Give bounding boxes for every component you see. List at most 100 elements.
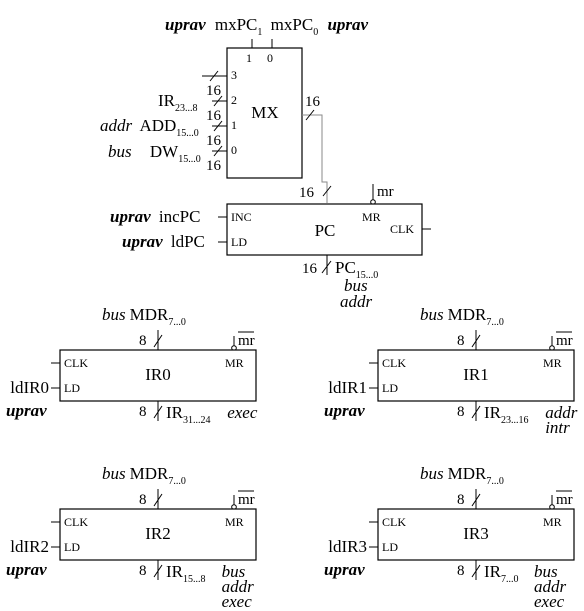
pc-mr-signal: mr: [377, 184, 394, 200]
reg-pin-mr: MR: [225, 515, 244, 529]
reg-box: [59, 508, 257, 561]
reg-in-width: 8: [139, 492, 147, 508]
pc-out-tag-addr: addr: [340, 292, 373, 311]
pc-pin-inc: INC: [231, 210, 252, 224]
reg-mr-signal: mr: [556, 333, 573, 349]
mx-src-add: ADD: [139, 116, 176, 135]
reg-title: IR3: [463, 524, 489, 543]
reg-in-signal: MDR: [130, 464, 169, 483]
reg-out-tag: exec: [222, 592, 253, 611]
pc-block: 16 mr PC INC LD MR CLK uprav incPC uprav…: [110, 184, 431, 311]
mx-in3-width: 16: [206, 83, 222, 99]
mx-src-ir-sub: 23...8: [175, 103, 198, 114]
reg-title: IR1: [463, 365, 489, 384]
svg-text:PC15...0: PC15...0: [335, 258, 378, 281]
pc-inc-tag: uprav: [110, 207, 151, 226]
pc-out: PC: [335, 258, 356, 277]
reg-in-width: 8: [139, 333, 147, 349]
reg-out-width: 8: [457, 563, 465, 579]
svg-text:IR23...8: IR23...8: [158, 91, 198, 114]
mx-src-add-sub: 15...0: [176, 128, 199, 139]
reg-in-width: 8: [457, 492, 465, 508]
mx-src-add-tag: addr: [100, 116, 133, 135]
reg-in-tag: bus: [420, 305, 444, 324]
mx-box: [226, 47, 303, 179]
reg-out-tag: addr: [534, 577, 567, 596]
mx-sel1-label: mxPC: [215, 15, 258, 34]
reg-in-signal: MDR: [448, 305, 487, 324]
reg-in-width: 8: [457, 333, 465, 349]
svg-text:uprav mxPC1 mxPC0: uprav mxPC1 mxPC0 uprav: [165, 15, 369, 39]
reg-in-tag: bus: [420, 464, 444, 483]
pc-box: [226, 203, 423, 256]
reg-in-tag: bus: [102, 305, 126, 324]
mx-out-width: 16: [305, 94, 321, 110]
reg-title: IR0: [145, 365, 171, 384]
reg-out-sub: 15...8: [183, 574, 206, 585]
pc-out-width: 16: [302, 261, 318, 277]
pc-ld-tag: uprav: [122, 232, 163, 251]
reg-mr-signal: mr: [238, 492, 255, 508]
reg-pin-mr: MR: [543, 515, 562, 529]
reg-out-tag: addr: [222, 577, 255, 596]
reg-pin-mr: MR: [543, 356, 562, 370]
reg-in-sub: 7...0: [486, 317, 504, 328]
reg-in-sub: 7...0: [486, 476, 504, 487]
reg-ld-signal: ldIR0: [10, 378, 49, 397]
reg-out-sub: 31...24: [183, 415, 211, 426]
mx-title: MX: [251, 103, 278, 122]
reg-out-tag: bus: [534, 562, 558, 581]
mx-in1-pin: 1: [231, 118, 237, 132]
reg-ld-tag: uprav: [6, 560, 47, 579]
reg-out: IR: [484, 403, 502, 422]
svg-text:addr ADD15...0: addr ADD15...0: [100, 116, 199, 139]
mx-src-dw-tag: bus: [108, 142, 132, 161]
reg-ld-tag: uprav: [324, 560, 365, 579]
reg-out-tag: exec: [227, 403, 258, 422]
mx-sel0-label: mxPC: [271, 15, 314, 34]
reg-out-width: 8: [457, 404, 465, 420]
mx-src-dw: DW: [150, 142, 179, 161]
reg-mr-signal: mr: [238, 333, 255, 349]
pc-in-width: 16: [299, 185, 315, 201]
reg-pin-ld: LD: [64, 540, 80, 554]
reg-title: IR2: [145, 524, 171, 543]
svg-text:IR15...8: IR15...8: [166, 562, 206, 585]
reg-pin-clk: CLK: [64, 515, 88, 529]
reg-out-tag: bus: [222, 562, 246, 581]
mx-in1-width: 16: [206, 133, 222, 149]
reg-ld-signal: ldIR3: [328, 537, 367, 556]
reg-ld-tag: uprav: [324, 401, 365, 420]
reg-in-sub: 7...0: [168, 317, 186, 328]
reg-out-tag: intr: [545, 418, 570, 437]
reg-in-signal: MDR: [130, 305, 169, 324]
reg-in-signal: MDR: [448, 464, 487, 483]
reg-out: IR: [484, 562, 502, 581]
pc-inc-signal: incPC: [159, 207, 201, 226]
reg-ld-tag: uprav: [6, 401, 47, 420]
reg-ld-signal: ldIR1: [328, 378, 367, 397]
reg-out-sub: 7...0: [501, 574, 519, 585]
mx-sel-tag-left: uprav: [165, 15, 206, 34]
reg-pin-clk: CLK: [64, 356, 88, 370]
mx-in0-width: 16: [206, 158, 222, 174]
pc-pin-ld: LD: [231, 235, 247, 249]
reg-ld-signal: ldIR2: [10, 537, 49, 556]
reg-pin-ld: LD: [382, 540, 398, 554]
mx-sel0-sub: 0: [313, 27, 318, 38]
mx-in0-pin: 0: [231, 143, 237, 157]
pc-pin-clk: CLK: [390, 222, 414, 236]
svg-text:IR7...0: IR7...0: [484, 562, 519, 585]
reg-out: IR: [166, 562, 184, 581]
reg-out-sub: 23...16: [501, 415, 529, 426]
reg-box: [59, 349, 257, 402]
reg-pin-mr: MR: [225, 356, 244, 370]
